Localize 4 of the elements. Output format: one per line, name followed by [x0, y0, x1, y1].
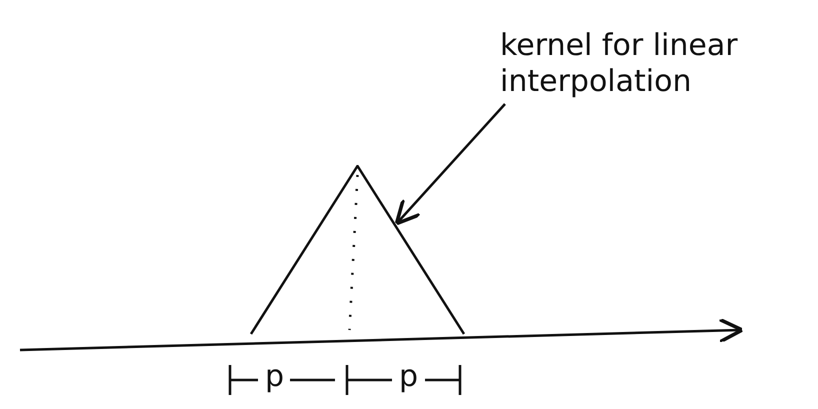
dimension-label: p: [399, 362, 418, 392]
annotation-text: kernel for linear interpolation: [500, 28, 800, 100]
dimension-label: p: [265, 362, 284, 392]
arrow: [394, 103, 506, 226]
